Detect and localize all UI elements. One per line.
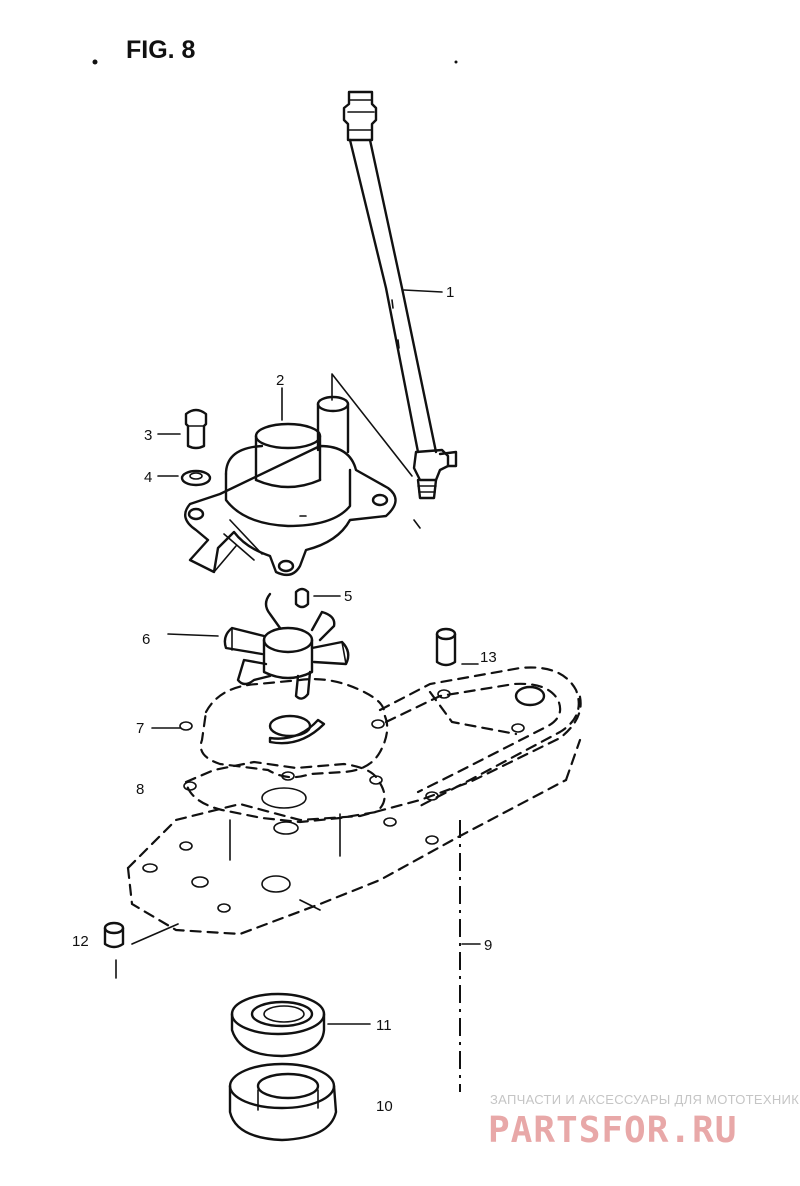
part-label-10: 10 [376,1098,393,1115]
part-label-9: 9 [484,937,492,954]
water-tube-part [342,90,458,500]
leader-line [115,923,179,979]
part-label-5: 5 [344,588,352,605]
key-part [294,587,310,609]
watermark-caption: ЗАПЧАСТИ И АКСЕССУАРЫ ДЛЯ МОТОТЕХНИКИ [490,1092,800,1107]
part-label-2: 2 [276,372,284,389]
watermark-brand: PARTSFOR.RU [488,1110,737,1151]
part-label-7: 7 [136,720,144,737]
leader-line [403,289,443,293]
bearing-part [228,1062,338,1142]
part-label-11: 11 [376,1017,392,1034]
dowel-pin-part [103,921,125,949]
scan-speck [454,60,458,64]
part-label-4: 4 [144,469,152,486]
part-label-13: 13 [480,649,497,666]
washer-part [180,469,212,487]
gasket-part [179,678,389,781]
part-label-8: 8 [136,781,144,798]
impeller-part [223,592,350,700]
figure-title: FIG. 8 [126,36,196,64]
part-label-6: 6 [142,631,150,648]
housing-part [126,688,582,936]
pump-case-part [184,395,397,577]
plate-part [183,760,386,824]
part-label-3: 3 [144,427,152,444]
leader-line [167,633,219,637]
scan-speck [92,59,98,65]
dowel-pin-upper [435,627,457,667]
bolt-part [184,408,208,450]
gasket-lower-part [378,666,580,808]
watermark: ЗАПЧАСТИ И АКСЕССУАРЫ ДЛЯ МОТОТЕХНИКИ PA… [488,1092,800,1151]
part-label-12: 12 [72,933,89,950]
part-label-1: 1 [446,284,454,301]
oil-seal-part [230,992,326,1058]
guide-line [331,373,421,529]
